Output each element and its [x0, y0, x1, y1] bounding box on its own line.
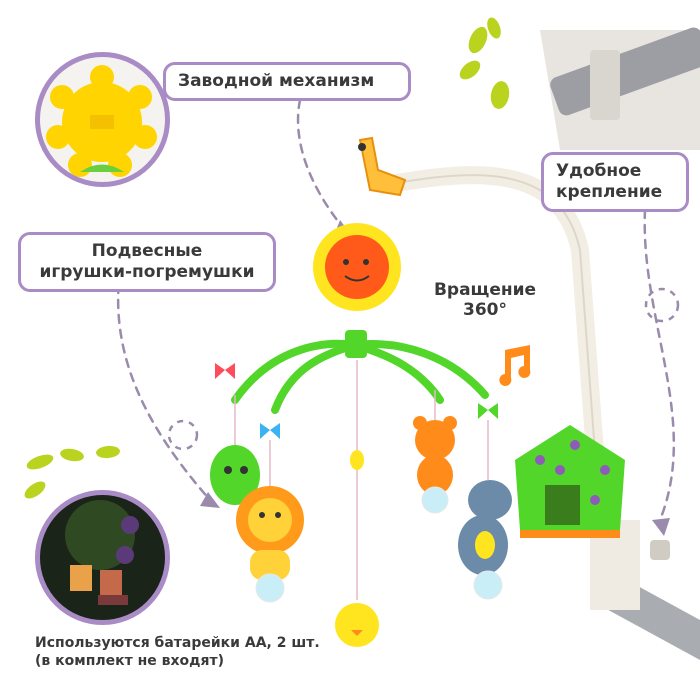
giraffe-topper	[358, 136, 407, 197]
crib-clamp-detail	[540, 27, 700, 150]
music-note-icon	[499, 345, 531, 386]
night-light-inset	[35, 490, 170, 625]
label-hanging-rattle-toys: Подвесные игрушки-погремушки	[18, 232, 276, 292]
mobile-hanger	[231, 339, 489, 414]
label-rotation: Вращение 360°	[433, 280, 537, 320]
dashed-connectors	[116, 98, 676, 522]
sun-rattle	[313, 223, 401, 311]
label-convenient-mount: Удобное крепление	[541, 152, 689, 212]
butterfly-toys	[215, 363, 498, 439]
chick-toy	[335, 603, 379, 647]
label-winding-mechanism: Заводной механизм	[163, 62, 411, 101]
winding-mechanism-inset	[35, 52, 170, 187]
hanging-strings	[234, 360, 489, 600]
lion-toy	[236, 486, 304, 603]
connector-arrow-left	[200, 492, 220, 508]
leaf-decor-top	[459, 17, 510, 109]
bear-toy	[413, 416, 457, 514]
dashed-loops	[167, 287, 680, 451]
music-box-house	[515, 425, 625, 538]
cactus-toy	[210, 445, 260, 505]
bead-ornament	[350, 450, 364, 470]
crib-rail	[590, 520, 700, 660]
leaf-decor-left	[24, 445, 120, 499]
battery-caption: Используются батарейки АА, 2 шт. (в комп…	[35, 635, 320, 669]
dino-toy	[458, 480, 512, 600]
connector-arrow-right	[652, 518, 670, 536]
